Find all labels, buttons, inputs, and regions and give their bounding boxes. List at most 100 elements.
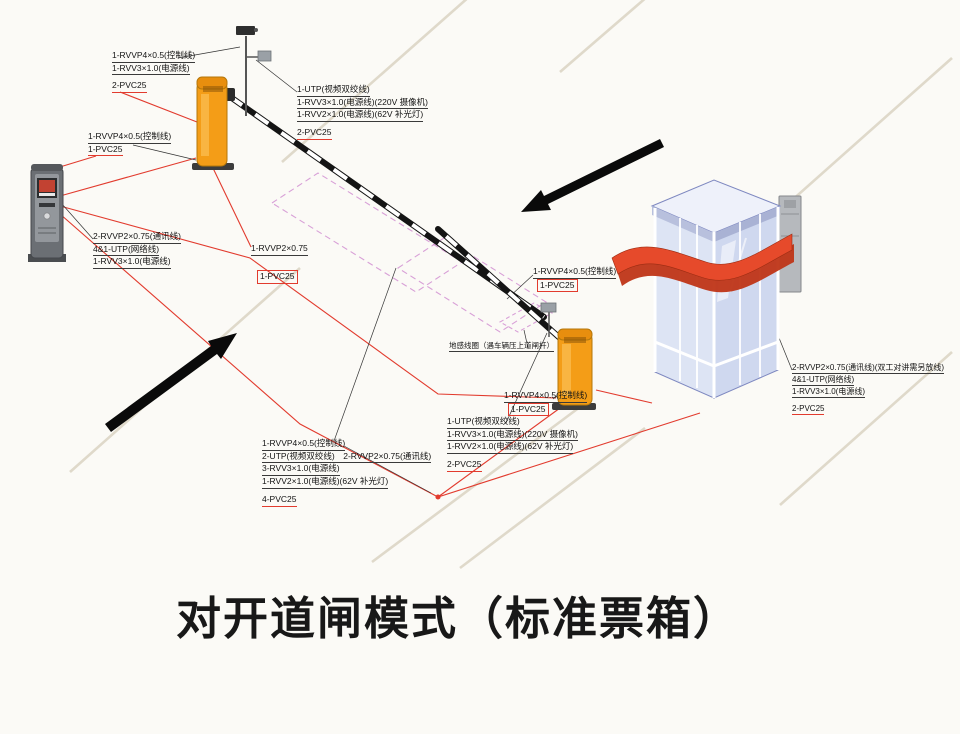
ticket-machine [28, 164, 66, 262]
cable-label: 2-RVVP2×0.75(通讯线)(双工对讲需另放线) [792, 362, 945, 375]
leader-line [132, 144, 197, 161]
barrier-gate-entry [192, 76, 234, 170]
cable-label: 1-PVC25 [537, 278, 578, 293]
cable-label: 1-PVC25 [257, 270, 298, 284]
wire-run [59, 213, 701, 498]
wire-run [59, 205, 557, 399]
label-group-camera-top: 1-UTP(视频双绞线) 1-RVV3×1.0(电源线)(220V 摄像机) 1… [297, 84, 428, 140]
island-outlines [270, 172, 554, 333]
cable-label: 2-PVC25 [447, 459, 482, 472]
cable-label: 1-RVV3×1.0(电源线) [792, 386, 865, 399]
label-group-camera-bottom: 1-UTP(视频双绞线) 1-RVV3×1.0(电源线)(220V 摄像机) 1… [447, 416, 578, 472]
cable-label: 1-PVC25 [88, 144, 123, 157]
barrier-arm-exit [435, 226, 564, 342]
cable-label: 1-PVC25 [508, 402, 549, 417]
arrow-exit-direction [105, 333, 237, 432]
wire-run [437, 407, 561, 498]
booth-rail [713, 340, 779, 368]
signal-box [257, 50, 272, 62]
cable-label: 2-PVC25 [297, 127, 332, 140]
road-lines [69, 0, 953, 570]
ground-loop-label: 地感线圈（遇车辆压上道闸杆） [449, 341, 554, 353]
booth-roof-edge [652, 206, 714, 242]
machine-cap [31, 164, 63, 171]
cable-label: 1-RVVP4×0.5(控制线) [262, 438, 346, 451]
label-ground-loop: 地感线圈（遇车辆压上道闸杆） [449, 341, 554, 353]
gate-cap [557, 328, 593, 341]
exit-gate-camera [540, 302, 557, 337]
cable-label: 1-RVVP2×0.75 [251, 243, 308, 256]
road-line [281, 0, 468, 163]
label-group-left-entry: 1-RVVP4×0.5(控制线) 1-PVC25 [88, 131, 172, 157]
label-group-ticket-left: 2-RVVP2×0.75(通讯线) 4&1-UTP(网络线) 1-RVV3×1.… [93, 231, 181, 270]
wire-run [59, 157, 197, 197]
screen-strip [39, 193, 55, 196]
label-group-exit-gate-lower: 1-RVVP4×0.5(控制线) 1-PVC25 [504, 390, 588, 417]
gate-highlight [562, 344, 571, 396]
label-center-pvc: 1-PVC25 [257, 270, 298, 284]
cable-label: 1-RVV2×1.0(电源线)(62V 补光灯) [447, 441, 574, 455]
cable-label: 4-PVC25 [262, 494, 297, 507]
camera-pole [236, 26, 272, 116]
cable-label: 1-RVV3×1.0(电源线) [93, 256, 171, 270]
cable-label: 4&1-UTP(网络线) [93, 244, 160, 257]
booth-roof-edge [714, 206, 780, 242]
ground-loop-coil [498, 302, 554, 333]
leader-line [505, 332, 548, 424]
cable-label: 3-RVV3×1.0(电源线) [262, 463, 340, 477]
camera-icon [540, 302, 557, 313]
cable-label: 1-RVVP4×0.5(控制线) [504, 390, 588, 403]
cable-label: 1-RVVP4×0.5(控制线) [112, 50, 196, 63]
cable-label: 2-UTP(视频双绞线) 2-RVVP2×0.75(通讯线) [262, 451, 432, 464]
cable-label: 4&1-UTP(网络线) [792, 374, 855, 387]
wire-run [119, 91, 198, 123]
wire-run [211, 165, 252, 248]
cable-label: 1-RVV2×1.0(电源线)(62V 补光灯) [297, 109, 424, 123]
cable-label: 2-PVC25 [112, 80, 147, 94]
road-line [779, 351, 953, 506]
label-group-exit-gate-upper: 1-RVVP4×0.5(控制线) 1-PVC25 [533, 266, 617, 293]
cable-label: 2-RVVP2×0.75(通讯线) [93, 231, 181, 244]
wiring-runs [49, 91, 799, 500]
leader-line [333, 267, 397, 442]
cable-label: 1-UTP(视频双绞线) [297, 84, 370, 97]
camera-lens [254, 28, 258, 32]
label-group-booth-right: 2-RVVP2×0.75(通讯线)(双工对讲需另放线) 4&1-UTP(网络线)… [792, 362, 945, 416]
leader-line [177, 46, 241, 59]
gate-cap [196, 76, 228, 90]
barrier-gate-exit [552, 328, 596, 410]
wire-junction [435, 494, 441, 500]
cable-label: 1-RVVP4×0.5(控制线) [533, 266, 617, 279]
label-group-trunk-bottom: 1-RVVP4×0.5(控制线) 2-UTP(视频双绞线) 2-RVVP2×0.… [262, 438, 432, 507]
barrier-arm [435, 226, 564, 342]
diagram-title: 对开道闸模式（标准票箱） [175, 593, 740, 644]
awning-shadow [616, 244, 794, 293]
leader-line [523, 329, 529, 349]
cable-label: 1-RVV3×1.0(电源线)(220V 摄像机) [297, 97, 428, 110]
push-button [43, 212, 51, 220]
road-line [559, 0, 646, 73]
leader-line [61, 203, 94, 240]
arrow-entry-direction [521, 139, 664, 212]
booth-rail [654, 340, 715, 368]
cable-label: 1-RVV3×1.0(电源线)(220V 摄像机) [447, 429, 578, 442]
ticket-slot [39, 203, 55, 207]
camera-icon [236, 26, 255, 35]
gate-vent [203, 86, 223, 92]
island-outline [396, 237, 548, 333]
leader-line [343, 445, 432, 494]
gate-highlight [201, 94, 209, 156]
leader-line [255, 59, 298, 93]
cable-label: 1-RVV3×1.0(电源线) [112, 63, 190, 76]
machine-screen [39, 180, 55, 192]
label-group-top-left: 1-RVVP4×0.5(控制线) 1-RVV3×1.0(电源线) 2-PVC25 [112, 50, 196, 94]
cable-label: 1-RVVP4×0.5(控制线) [88, 131, 172, 144]
road-line [371, 396, 593, 564]
road-line [459, 426, 646, 570]
label-center-comm: 1-RVVP2×0.75 [251, 243, 308, 256]
gate-vent [564, 337, 586, 343]
wire-run [595, 389, 653, 404]
booth-awning [611, 233, 794, 293]
